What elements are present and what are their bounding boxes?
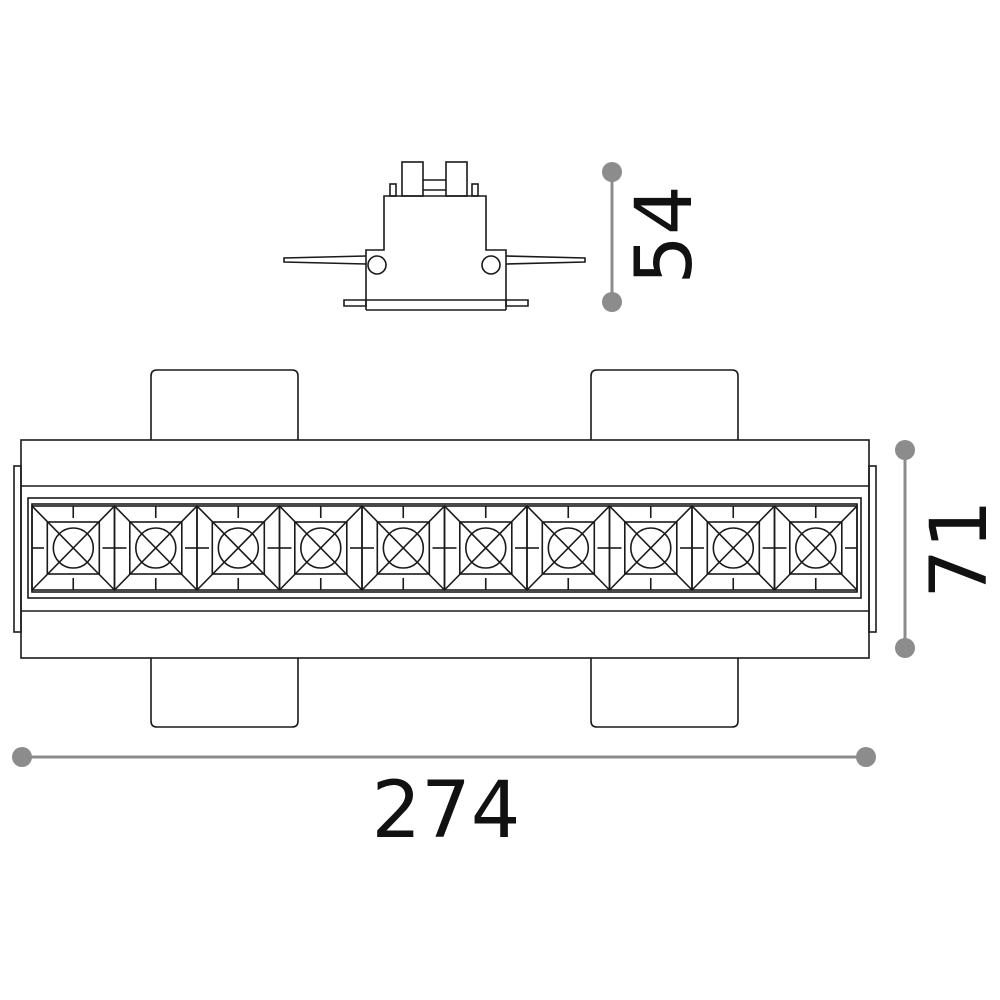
depth-dimension-label: 71 bbox=[915, 499, 1000, 598]
side-profile-view bbox=[283, 161, 586, 311]
fixture-body bbox=[20, 439, 870, 659]
led-cell bbox=[608, 505, 693, 591]
led-cell bbox=[773, 505, 858, 591]
front-view bbox=[13, 369, 877, 728]
led-lens bbox=[547, 527, 590, 569]
led-cell bbox=[31, 505, 116, 591]
led-lens bbox=[712, 527, 755, 569]
led-cell bbox=[113, 505, 198, 591]
led-array bbox=[31, 505, 858, 591]
depth-dimension: 71 bbox=[895, 440, 1000, 658]
led-lens bbox=[794, 527, 837, 569]
height-dimension-label: 54 bbox=[620, 185, 710, 284]
led-cell bbox=[361, 505, 446, 591]
height-dimension: 54 bbox=[602, 162, 710, 312]
length-dimension: 274 bbox=[12, 747, 876, 856]
led-lens bbox=[52, 527, 95, 569]
led-lens bbox=[217, 527, 260, 569]
led-cell bbox=[196, 505, 281, 591]
led-lens bbox=[382, 527, 425, 569]
led-cell bbox=[278, 505, 363, 591]
length-dimension-label: 274 bbox=[372, 766, 521, 856]
led-lens bbox=[464, 527, 507, 569]
led-cell bbox=[526, 505, 611, 591]
led-lens bbox=[135, 527, 177, 569]
led-lens bbox=[299, 527, 342, 569]
led-cell bbox=[691, 505, 776, 591]
led-cell bbox=[443, 505, 528, 591]
led-lens bbox=[629, 527, 672, 569]
